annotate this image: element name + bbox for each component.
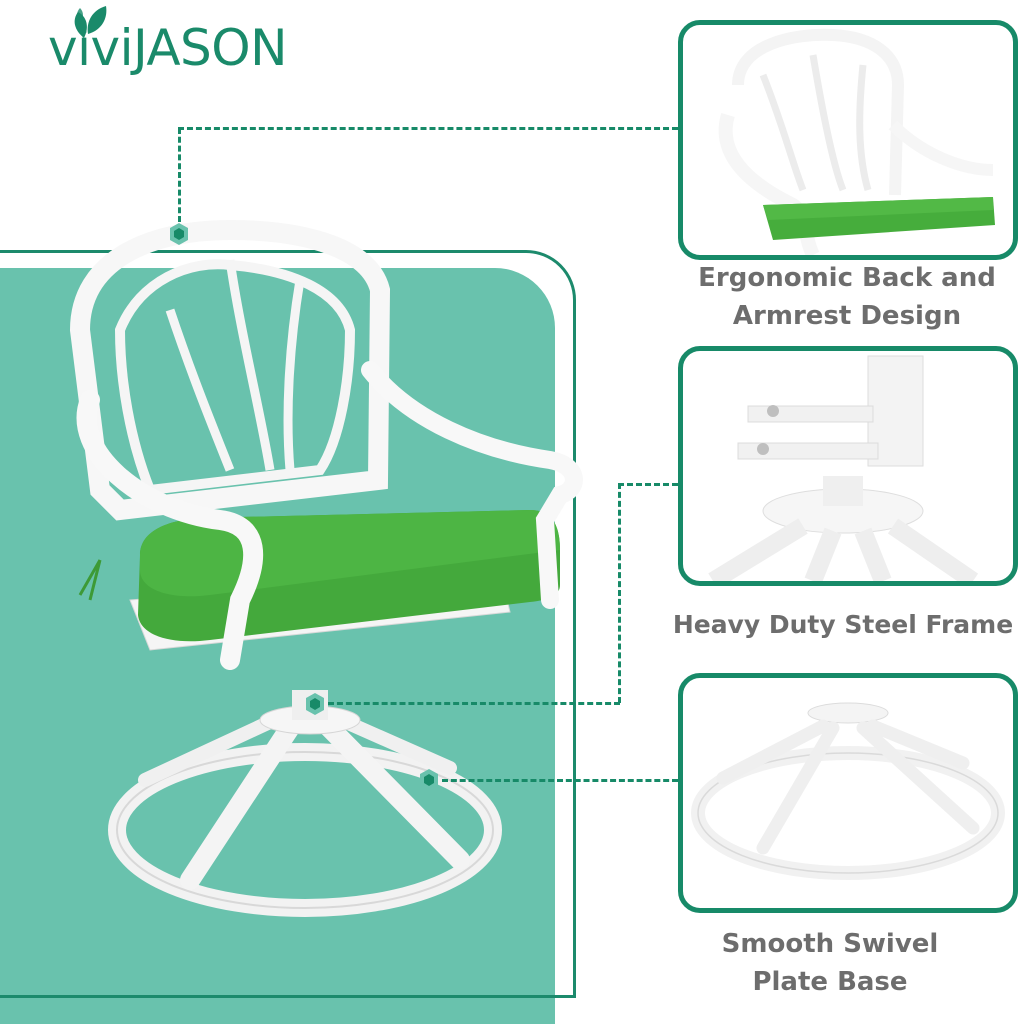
feature-caption-2: Heavy Duty Steel Frame [664,606,1022,644]
connector-line-2-vertical [618,483,621,703]
connector-line-2-horizontal [328,702,620,705]
caption-3-line-1: Smooth Swivel [721,929,939,959]
swivel-base-closeup-image [691,702,1005,880]
leaf-icon [74,6,107,38]
outline-frame [0,250,576,998]
caption-3-line-2: Plate Base [752,967,908,997]
caption-1-line-2: Armrest Design [732,301,962,331]
caption-2-line-1: Heavy Duty Steel Frame [672,610,1014,639]
caption-1-line-1: Ergonomic Back and [698,263,996,293]
feature-caption-1: Ergonomic Back and Armrest Design [672,259,1022,335]
connector-line-2-top [618,483,678,486]
base-marker-hex-bolt-icon [420,769,438,791]
backrest-marker-hex-bolt-icon [170,223,188,245]
back-armrest-closeup-image [718,28,995,255]
steel-frame-closeup-image [708,355,979,581]
feature-card-swivel-base [678,673,1018,913]
main-chair-image [60,220,600,920]
feature-card-steel-frame [678,346,1018,586]
brand-logo: viviJASON [48,6,288,78]
connector-line-1-vertical [178,128,181,222]
feature-card-back-armrest [678,20,1018,260]
connector-line-3-horizontal [442,779,678,782]
connector-line-1-horizontal [178,127,678,130]
swivel-chair-illustration [69,220,583,917]
feature-caption-3: Smooth Swivel Plate Base [690,925,970,1001]
swivel-marker-hex-bolt-icon [306,693,324,715]
